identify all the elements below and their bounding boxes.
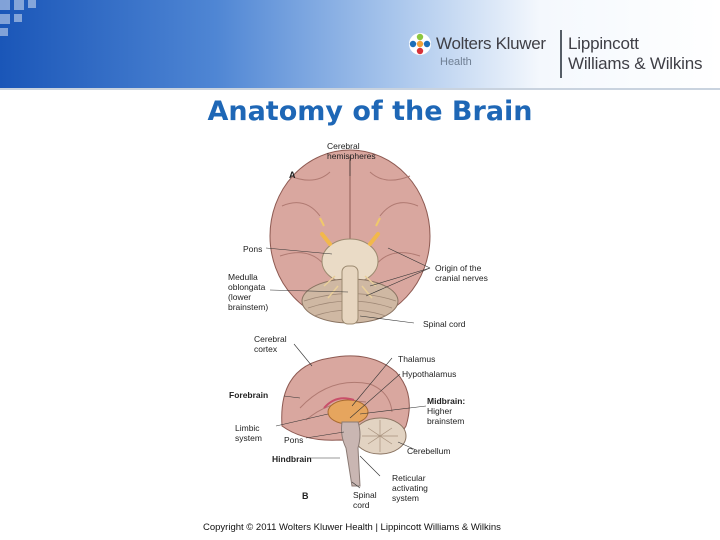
label-forebrain: Forebrain xyxy=(229,390,269,400)
label-thalamus: Thalamus xyxy=(398,354,436,364)
label-higher-brainstem: Higher brainstem xyxy=(427,406,465,426)
label-spinal-cord-a: Spinal cord xyxy=(423,319,466,329)
brain-anatomy-illustration xyxy=(265,149,431,489)
decor-square xyxy=(0,28,8,36)
publisher-sub: Health xyxy=(440,56,472,68)
label-pons-a: Pons xyxy=(243,244,263,254)
panel-label-b: B xyxy=(302,491,309,501)
label-limbic-system: Limbic system xyxy=(235,423,262,443)
label-midbrain: Midbrain: xyxy=(427,396,466,406)
decor-square xyxy=(14,14,22,22)
label-medulla-oblongata: Medulla oblongata (lower brainstem) xyxy=(228,272,269,312)
decor-square xyxy=(0,0,10,10)
logo-divider xyxy=(560,30,562,78)
header-band xyxy=(0,0,720,90)
label-cerebellum: Cerebellum xyxy=(407,446,451,456)
label-reticular-activating-system: Reticular activating system xyxy=(392,473,428,503)
decor-square xyxy=(14,0,24,10)
publisher-logo: Wolters Kluwer Health Lippincott William… xyxy=(404,28,720,82)
panel-label-a: A xyxy=(289,170,296,180)
label-hindbrain: Hindbrain xyxy=(272,454,312,464)
imprint-line1: Lippincott xyxy=(568,34,639,53)
brain-sagittal-view xyxy=(281,355,410,487)
publisher-name: Wolters Kluwer xyxy=(436,34,546,53)
leader-lines xyxy=(265,160,431,489)
slide-title: Anatomy of the Brain xyxy=(207,96,533,127)
copyright-notice: Copyright © 2011 Wolters Kluwer Health |… xyxy=(203,522,501,533)
wolters-kluwer-logo-icon xyxy=(409,33,431,55)
label-pons-b: Pons xyxy=(284,435,304,445)
decor-square xyxy=(0,14,10,24)
decor-square xyxy=(28,0,36,8)
imprint-line2: Williams & Wilkins xyxy=(568,54,703,73)
label-cerebral-cortex: Cerebral cortex xyxy=(254,334,287,354)
label-hypothalamus: Hypothalamus xyxy=(402,369,457,379)
label-cranial-nerves: Origin of the cranial nerves xyxy=(435,263,488,283)
label-cerebral-hemispheres: Cerebral hemispheres xyxy=(327,141,376,161)
label-spinal-cord-b: Spinal cord xyxy=(353,490,377,510)
brain-ventral-view xyxy=(269,149,431,325)
